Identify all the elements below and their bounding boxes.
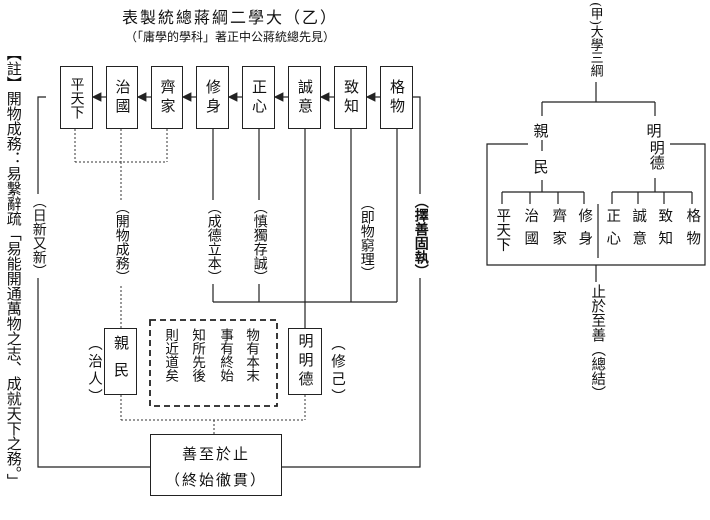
- right-item-zhengxin: 正心: [604, 208, 621, 253]
- right-bottom: 止於至善（總結）: [589, 284, 606, 400]
- note-shendu: （慎獨存誠）: [251, 200, 268, 284]
- box-cheng-yi: 誠意: [288, 66, 321, 129]
- box-mingde: 明明德: [288, 328, 322, 395]
- bottom-line1: 善至於止: [181, 445, 250, 463]
- right-item-xiushen: 修身: [576, 208, 593, 253]
- center-col-3: 知所先後: [189, 328, 206, 382]
- left-title: 表製統總蔣綱二學大（乙）: [121, 8, 338, 27]
- box-xiu-shen: 修身: [196, 66, 229, 129]
- right-item-qijia: 齊家: [550, 208, 567, 253]
- right-item-pingtianxia: 平天下: [494, 208, 511, 252]
- label-zhiren: （治人）: [86, 336, 102, 406]
- right-item-zhiguo: 治國: [522, 208, 539, 253]
- right-item-gewu: 格物: [684, 208, 701, 253]
- right-title: (甲)大學三綱: [587, 2, 603, 78]
- note-zeshan: （擇善固執）: [412, 194, 429, 278]
- note-kaiwu: （開物成務）: [113, 200, 130, 284]
- box-qi-jia: 齊家: [151, 66, 183, 129]
- box-zheng-xin: 正心: [242, 66, 275, 129]
- right-item-chengyi: 誠意: [630, 208, 647, 253]
- right-min: 民: [533, 158, 551, 176]
- note-chengde: （成德立本）: [205, 200, 222, 284]
- box-ge-wu: 格物: [380, 66, 413, 129]
- center-col-1: 物有本末: [243, 328, 260, 382]
- left-subtitle: （「庸學的學科」著正中公蔣統總先見）: [124, 30, 335, 44]
- box-ping-tianxia: 平天下: [60, 66, 93, 129]
- note-rixin: （日新又新）: [30, 194, 47, 278]
- box-zhi-guo: 治國: [106, 66, 138, 129]
- center-col-2: 事有終始: [217, 328, 234, 382]
- note-jiwu: （即物窮理）: [358, 196, 375, 280]
- box-bottom: 善至於止 （終始徹貫）: [150, 434, 282, 496]
- right-qin: 親: [533, 122, 551, 140]
- label-xiuji: （修己）: [329, 336, 345, 406]
- right-ming: 明: [646, 122, 664, 140]
- note-left: 【註】開物成務：易繫辭疏「易能開通萬物之志、成就天下之務。」: [4, 46, 23, 489]
- center-col-4: 則近道矣: [162, 328, 179, 382]
- box-zhi-zhi: 致知: [334, 66, 367, 129]
- right-mingde: 明德: [647, 140, 666, 170]
- bottom-line2: （終始徹貫）: [164, 471, 267, 489]
- box-qinmin: 親民: [104, 328, 137, 395]
- right-item-zhizhi: 致知: [656, 208, 673, 253]
